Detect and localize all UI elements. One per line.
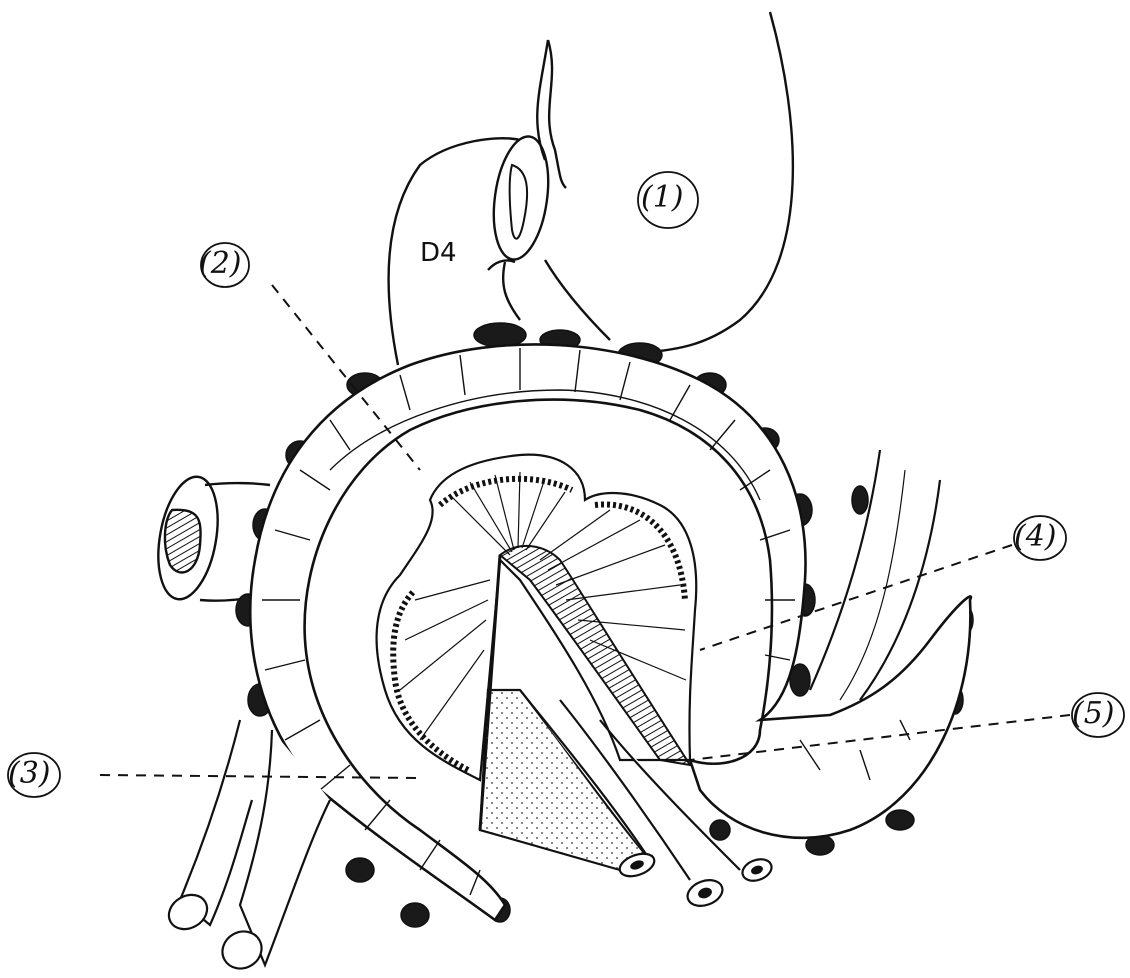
leader-3 xyxy=(100,775,420,778)
label-5: (5) xyxy=(1072,696,1115,731)
label-d4: D4 xyxy=(420,238,457,268)
label-2: (2) xyxy=(199,246,242,281)
label-3: (3) xyxy=(8,756,51,791)
label-1: (1) xyxy=(641,180,684,215)
label-4: (4) xyxy=(1014,519,1057,554)
